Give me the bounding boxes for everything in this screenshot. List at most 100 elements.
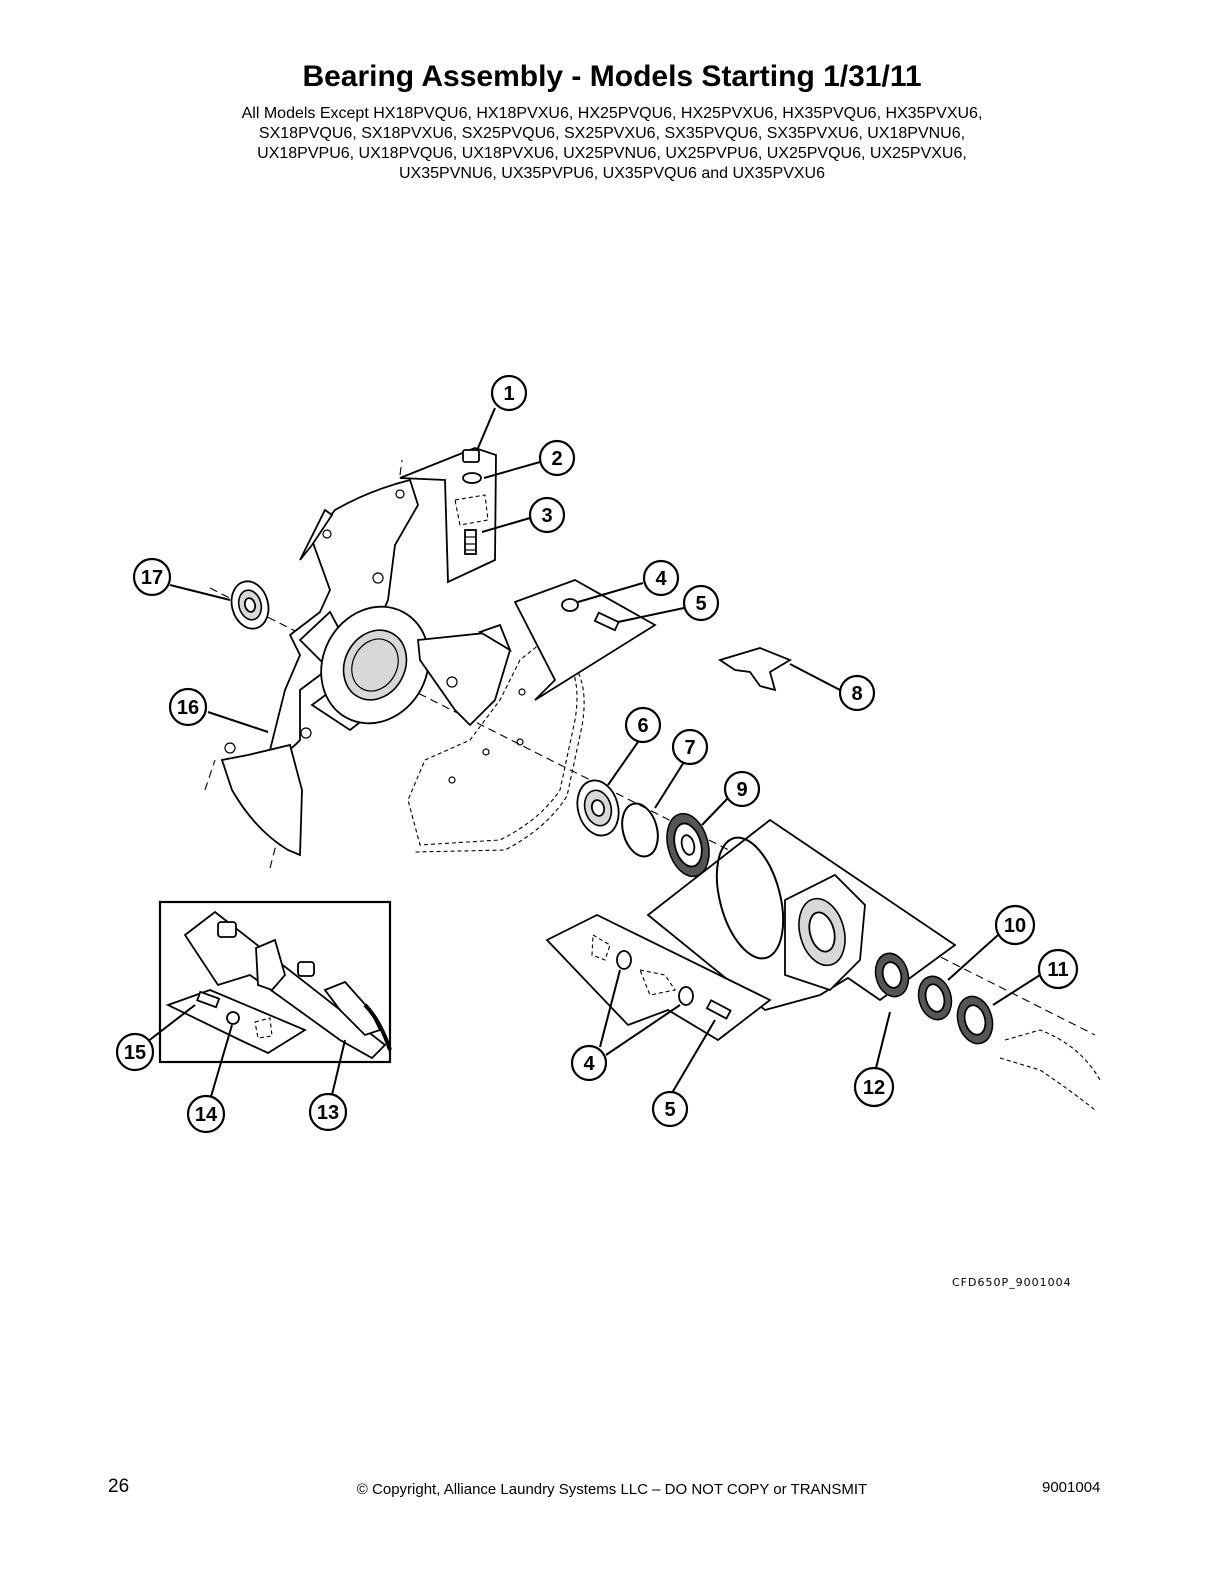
svg-text:4: 4 — [583, 1053, 595, 1075]
svg-text:4: 4 — [655, 568, 667, 590]
svg-text:14: 14 — [195, 1104, 218, 1126]
model-exclusion-list: All Models Except HX18PVQU6, HX18PVXU6, … — [162, 104, 1062, 184]
screw-part-5 — [593, 611, 620, 632]
mounting-hole — [482, 748, 490, 756]
assembly-axis-line — [209, 587, 1096, 1036]
svg-text:9: 9 — [736, 779, 747, 801]
svg-text:5: 5 — [664, 1099, 675, 1121]
callout-9: 9 — [723, 770, 761, 808]
leader-1 — [477, 407, 496, 449]
leader-10 — [947, 934, 999, 981]
leader-8 — [789, 663, 841, 691]
leader-2 — [483, 461, 541, 479]
svg-text:3: 3 — [541, 505, 552, 527]
leader-13 — [331, 1039, 346, 1096]
nut-part-1 — [462, 449, 480, 463]
leader-9 — [701, 797, 729, 826]
leader-16 — [207, 711, 269, 733]
callout-13: 13 — [308, 1092, 348, 1132]
callout-6: 6 — [624, 706, 662, 744]
leader-4-lower-a — [599, 969, 621, 1048]
bracket-part-8 — [717, 647, 793, 692]
washer-part-4-lower — [616, 950, 632, 970]
bearing-housing-frame — [220, 478, 512, 857]
leader-4-lower-b — [605, 1004, 681, 1056]
lockwasher-part-14 — [226, 1011, 240, 1025]
page-number: 26 — [108, 1476, 130, 1497]
svg-text:10: 10 — [1004, 915, 1026, 937]
nut-inset-b — [297, 961, 315, 977]
model-list-line: SX18PVQU6, SX18PVXU6, SX25PVQU6, SX25PVX… — [258, 125, 966, 142]
callout-10: 10 — [994, 904, 1036, 946]
svg-text:2: 2 — [551, 448, 562, 470]
hidden-part-outline — [591, 934, 611, 961]
callout-16: 16 — [168, 687, 208, 727]
axis-stub — [269, 844, 277, 869]
leader-12 — [874, 1011, 891, 1073]
leader-4-top — [577, 582, 644, 603]
leader-7 — [654, 761, 685, 809]
svg-text:5: 5 — [695, 593, 706, 615]
leader-11 — [992, 974, 1041, 1006]
leader-17 — [169, 584, 231, 601]
nut-inset — [217, 921, 237, 938]
svg-text:13: 13 — [317, 1102, 339, 1124]
hidden-part-outline — [454, 494, 489, 526]
leader-5-top — [617, 607, 685, 623]
callout-12: 12 — [853, 1066, 895, 1108]
svg-text:7: 7 — [684, 737, 695, 759]
callout-1: 1 — [490, 374, 528, 412]
hidden-part-outline — [639, 969, 676, 996]
page-title: Bearing Assembly - Models Starting 1/31/… — [302, 60, 922, 93]
leader-15 — [146, 1004, 196, 1043]
svg-text:11: 11 — [1047, 959, 1068, 981]
detail-panel-washer-screw — [513, 579, 657, 701]
callout-15: 15 — [115, 1032, 155, 1072]
detail-panel-top — [399, 447, 497, 584]
mounting-hole — [516, 738, 524, 746]
bearing-part-6 — [576, 779, 620, 837]
svg-text:17: 17 — [141, 567, 163, 589]
bearing-cap — [784, 873, 866, 992]
screw-part-5-lower — [705, 999, 732, 1020]
screw-part-15 — [196, 990, 221, 1009]
seal-part-10 — [917, 975, 953, 1021]
mounting-hole — [448, 776, 456, 784]
svg-text:6: 6 — [637, 715, 648, 737]
axis-stub — [399, 459, 403, 476]
model-list-line: UX18PVPU6, UX18PVQU6, UX18PVXU6, UX25PVN… — [257, 145, 967, 162]
bolt-part-3 — [464, 529, 477, 555]
leader-5-lower — [671, 1019, 716, 1094]
leader-3 — [481, 517, 531, 533]
callout-11: 11 — [1037, 948, 1079, 990]
washer-part-2 — [462, 472, 482, 484]
callout-3: 3 — [528, 496, 566, 534]
leader-14 — [209, 1024, 233, 1101]
hidden-part-outline — [254, 1017, 273, 1039]
seal-part-11 — [956, 995, 994, 1045]
seal-part-12 — [874, 952, 910, 998]
figure-id: CFD650P_9001004 — [952, 1276, 1072, 1289]
axis-stub — [204, 759, 216, 791]
svg-text:15: 15 — [124, 1042, 146, 1064]
svg-text:16: 16 — [177, 697, 199, 719]
copyright-notice: © Copyright, Alliance Laundry Systems LL… — [356, 1481, 868, 1498]
callout-5-lower: 5 — [651, 1090, 689, 1128]
callout-17: 17 — [132, 557, 172, 597]
callout-7: 7 — [671, 728, 709, 766]
callout-8: 8 — [838, 674, 876, 712]
leader-6 — [607, 741, 639, 786]
callout-2: 2 — [538, 439, 576, 477]
inset-panel — [183, 910, 387, 1060]
svg-text:12: 12 — [863, 1077, 885, 1099]
dashed-bracket-outline — [407, 639, 578, 846]
mounting-hole — [518, 688, 526, 696]
model-list-line: All Models Except HX18PVQU6, HX18PVXU6, … — [241, 105, 983, 122]
callout-5: 5 — [682, 584, 720, 622]
callout-4: 4 — [642, 559, 680, 597]
sensor-cable — [363, 1003, 392, 1051]
callout-4-lower: 4 — [570, 1044, 608, 1082]
svg-text:1: 1 — [503, 383, 514, 405]
seal-part-9 — [666, 812, 710, 878]
bracket-inset — [255, 938, 286, 992]
